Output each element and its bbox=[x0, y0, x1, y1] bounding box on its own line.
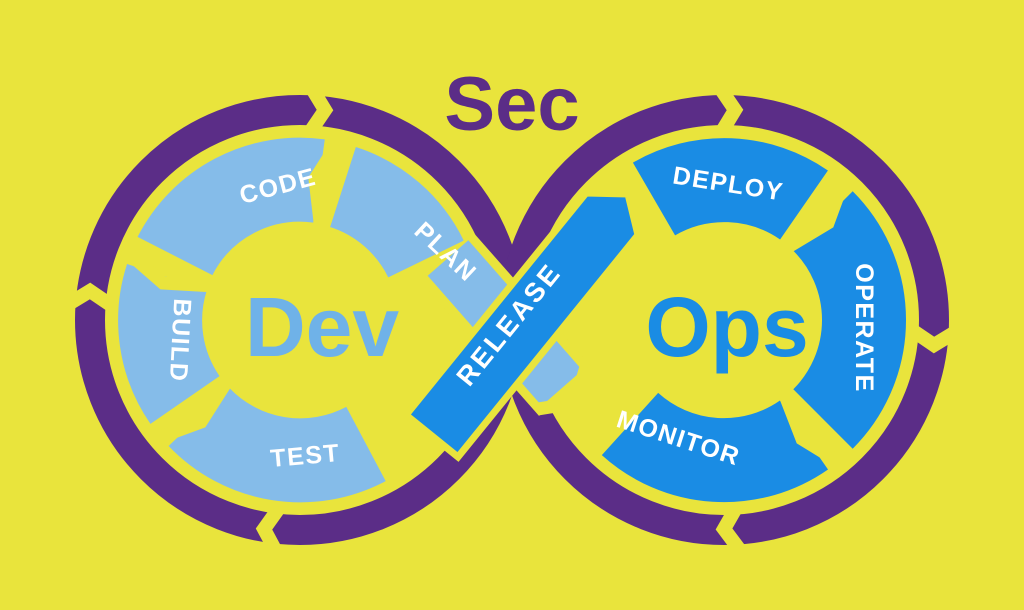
code-build-arrow-icon bbox=[119, 244, 216, 293]
ring-arrow-top-right-icon bbox=[710, 78, 744, 142]
operate-segment bbox=[792, 191, 906, 449]
stage-label-build: BUILD bbox=[164, 298, 196, 383]
ring-arrow-left-icon bbox=[58, 282, 122, 316]
stage-label-operate: OPERATE bbox=[850, 263, 878, 393]
ring-arrow-right-icon bbox=[902, 320, 966, 354]
plan-segment bbox=[328, 147, 464, 279]
ring-arrow-bottom-left-icon bbox=[255, 496, 290, 561]
test-segment bbox=[168, 387, 386, 503]
deploy-segment bbox=[632, 138, 828, 241]
build-segment bbox=[118, 264, 221, 424]
cycle-arrow-cuts bbox=[119, 131, 853, 472]
code-segment bbox=[137, 137, 325, 277]
crossing-monitor-arrow-icon bbox=[536, 365, 593, 416]
sec-title: Sec bbox=[444, 62, 579, 147]
ring-arrow-top-left-icon bbox=[300, 78, 334, 142]
operate-monitor-arrow-icon bbox=[776, 387, 850, 472]
deploy-operate-arrow-icon bbox=[779, 171, 853, 256]
monitor-segment bbox=[601, 392, 829, 503]
dev-cycle-arcs bbox=[118, 137, 464, 503]
release-band bbox=[401, 189, 642, 462]
build-test-arrow-icon bbox=[149, 374, 235, 447]
ring-arrow-cuts bbox=[58, 78, 966, 562]
stage-label-test: TEST bbox=[269, 439, 341, 473]
dev-title: Dev bbox=[245, 280, 399, 374]
ring-arrow-bottom-right-icon bbox=[715, 497, 751, 562]
code-plan-arrow-icon bbox=[308, 131, 349, 231]
ops-title: Ops bbox=[645, 280, 808, 374]
ops-cycle-arcs bbox=[601, 138, 906, 503]
